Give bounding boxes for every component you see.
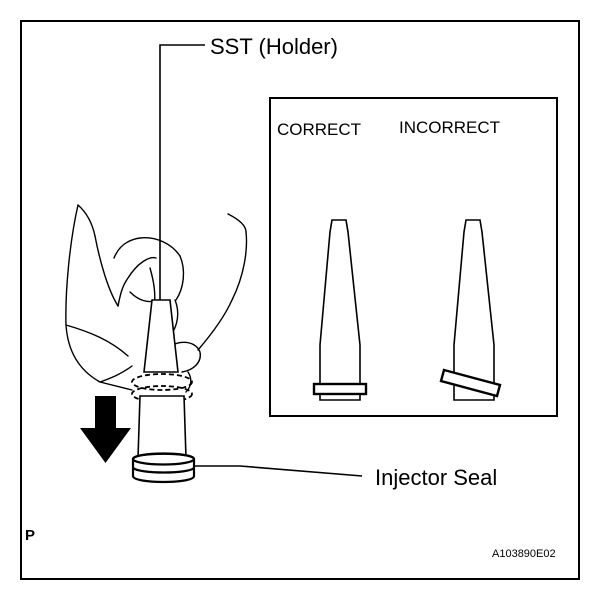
sst-holder-label: SST (Holder) <box>210 34 338 59</box>
figure-frame <box>20 20 580 580</box>
injector-seal-label: Injector Seal <box>375 465 498 490</box>
comparison-inset-box <box>269 97 558 417</box>
corner-mark: P <box>25 527 36 544</box>
hand-drawing <box>65 204 248 393</box>
injector-seal-drawing <box>131 452 196 484</box>
incorrect-label: INCORRECT <box>399 118 501 137</box>
injector-body-drawing <box>137 395 187 459</box>
correct-injector-drawing <box>312 219 368 401</box>
figure-id: A103890E02 <box>492 548 556 560</box>
sst-leader-line <box>159 44 205 300</box>
injector-seal-leader-line <box>194 465 363 477</box>
sst-holder-drawing <box>143 299 179 373</box>
incorrect-injector-drawing <box>439 219 502 401</box>
correct-seal-ring <box>312 382 368 396</box>
correct-label: CORRECT <box>277 120 362 139</box>
incorrect-seal-ring <box>439 368 502 398</box>
arrow-down-icon <box>80 396 131 463</box>
